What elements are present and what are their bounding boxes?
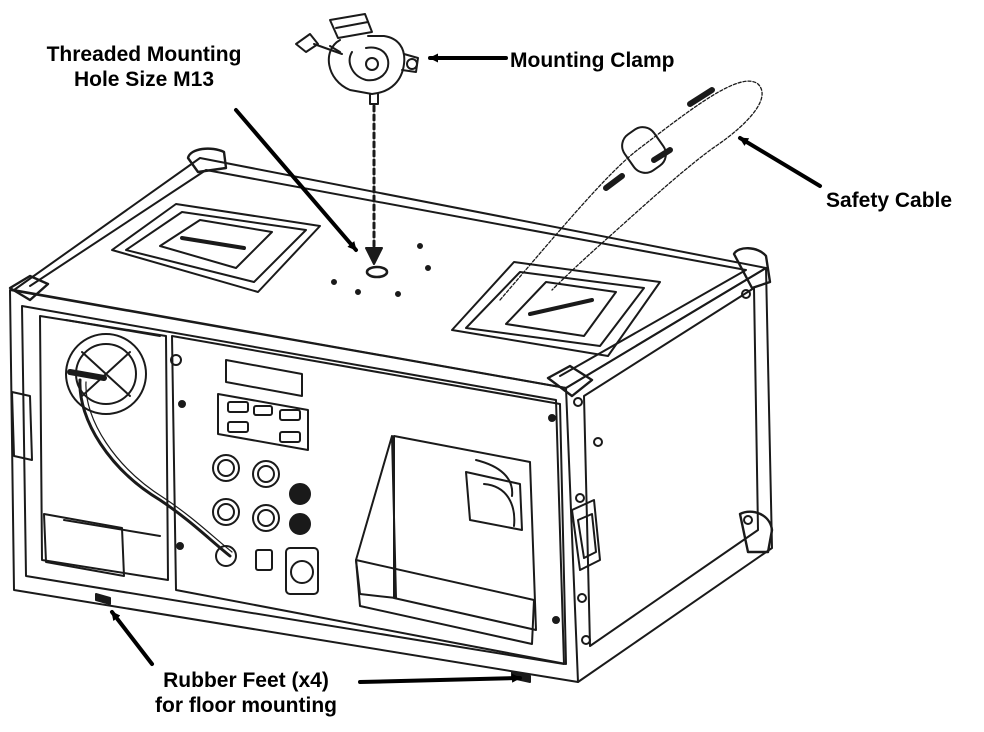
arrow-rubber-feet-right	[358, 673, 522, 684]
rubber-foot-left	[95, 593, 111, 605]
mounting-clamp	[295, 13, 419, 105]
label-mounting-clamp: Mounting Clamp	[510, 48, 674, 73]
label-safety-cable-text: Safety Cable	[826, 189, 953, 212]
fan-guard	[65, 333, 147, 415]
safety-cable	[499, 80, 763, 301]
label-rubber-feet: Rubber Feet (x4) for floor mounting	[128, 668, 364, 718]
arrow-threaded-hole	[234, 108, 358, 252]
top-handle-right	[451, 261, 661, 357]
front-left-chamber	[11, 315, 169, 581]
power-cable	[78, 378, 232, 558]
label-threaded-mounting-hole: Threaded Mounting Hole Size M13	[26, 42, 262, 92]
arrow-rubber-feet-left	[110, 610, 154, 666]
fixture-case	[8, 147, 774, 683]
label-threaded-mounting-hole-line1: Threaded Mounting	[46, 43, 242, 66]
output-nozzle-bracket	[355, 435, 537, 645]
label-safety-cable: Safety Cable	[826, 188, 952, 213]
control-panel	[170, 335, 567, 665]
label-threaded-mounting-hole-line2: Hole Size M13	[73, 68, 215, 91]
top-handle-left	[111, 203, 321, 293]
label-rubber-feet-line2: for floor mounting	[155, 694, 337, 717]
label-rubber-feet-line1: Rubber Feet (x4)	[163, 669, 329, 692]
arrow-safety-cable	[738, 136, 822, 188]
threaded-mounting-hole	[365, 265, 389, 279]
clamp-guide-arrowhead	[365, 247, 383, 265]
callout-arrows	[110, 53, 822, 684]
label-mounting-clamp-text: Mounting Clamp	[510, 49, 675, 72]
